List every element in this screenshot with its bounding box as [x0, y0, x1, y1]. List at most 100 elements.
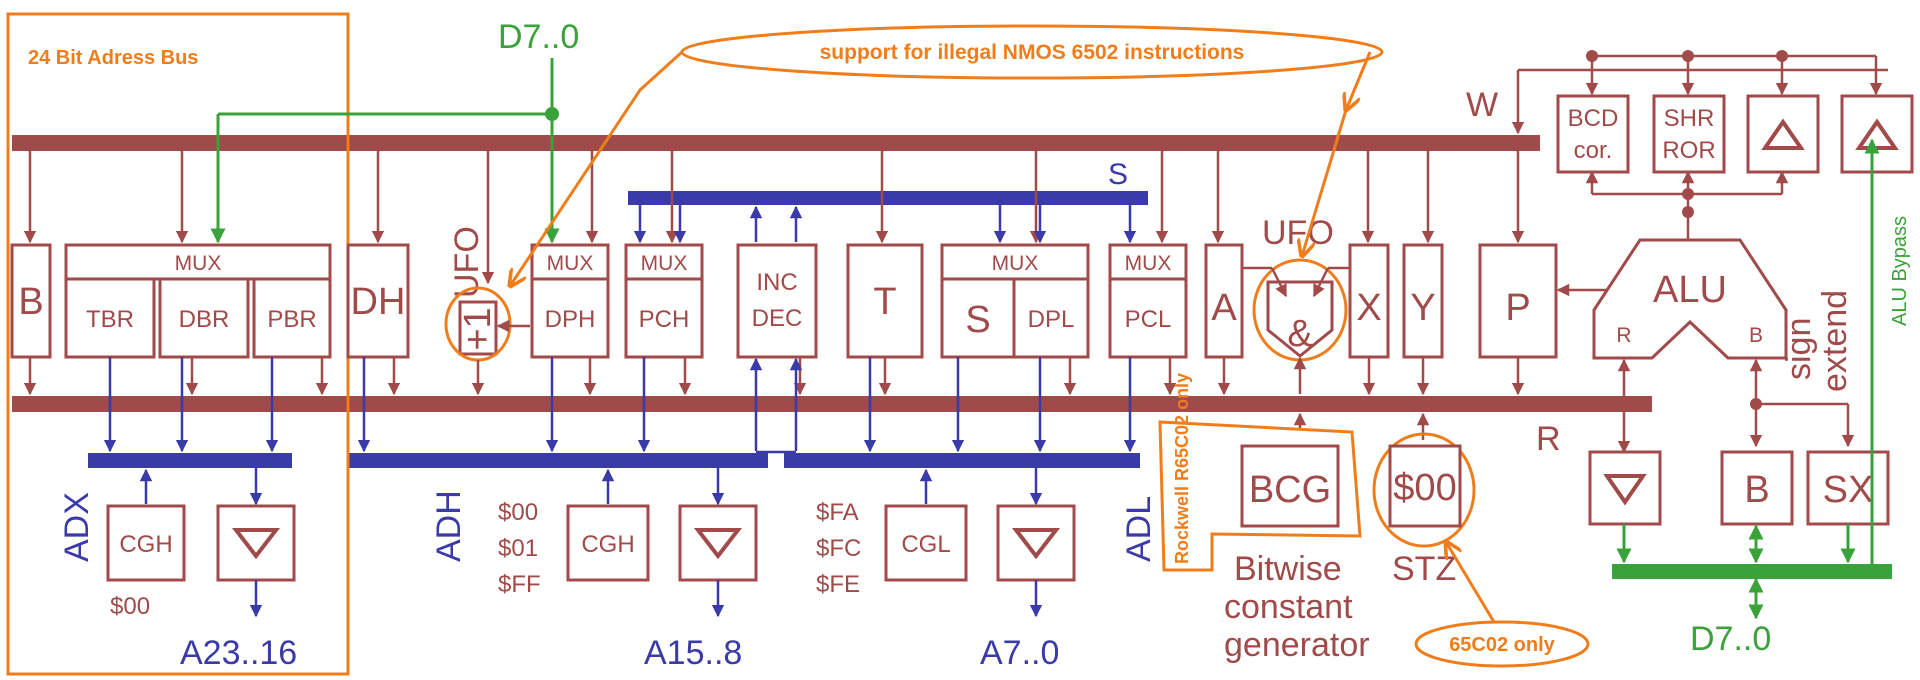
reg-dpl-label: DPL [1028, 306, 1075, 333]
and-in-left [1270, 267, 1288, 298]
a7-label: A7..0 [980, 634, 1059, 672]
only-65c02-bubble [1414, 620, 1590, 668]
reg-pbr [252, 277, 332, 359]
stz-highlight [1372, 432, 1476, 548]
reg-pch [624, 277, 704, 359]
buffer-down-icon-adh [693, 528, 743, 560]
s-bus [628, 191, 1148, 205]
adl-label: ADL [1120, 496, 1158, 562]
cgh-left-label: CGH [119, 531, 172, 558]
reg-tbr [64, 277, 156, 359]
adx-label: ADX [58, 492, 96, 562]
alu-input-links [1617, 358, 1855, 454]
bcd-cor [1556, 94, 1630, 174]
incdec-links [749, 357, 803, 454]
reg-x [1348, 243, 1390, 359]
alu-label: ALU [1653, 269, 1727, 311]
zero-label: $00 [1393, 467, 1456, 509]
reg-dph [530, 277, 610, 359]
r-bus-drops [23, 357, 1525, 396]
mux-pcl-label: MUX [1125, 252, 1172, 275]
reg-s-label: S [965, 299, 990, 341]
and-in-right [1312, 267, 1330, 298]
bcd-label-1: BCD [1568, 105, 1619, 132]
mux-pcl [1108, 243, 1188, 281]
d-top-junction [545, 107, 559, 121]
reg-plus1-label: +1 [457, 307, 499, 350]
alu-buffer-1 [1746, 94, 1820, 174]
reg-dh [346, 243, 410, 359]
dec-label: DEC [752, 305, 803, 332]
r-bus-label: R [1536, 420, 1561, 458]
alu-top-links [1585, 54, 1883, 240]
r-bus-up [1293, 356, 1430, 440]
mux-left [64, 243, 332, 281]
illegal-pointer-right-head [1346, 51, 1372, 110]
mux-pch-label: MUX [641, 252, 688, 275]
mux-pch [624, 243, 704, 281]
sign-label: sign [1780, 318, 1818, 380]
c00-left: $00 [110, 593, 150, 620]
b-junction [1750, 398, 1762, 410]
w-bus-label: W [1466, 86, 1498, 124]
adx-bus [88, 453, 292, 468]
down-buffer-adx [216, 504, 296, 582]
bitwise-label-1: Bitwise [1234, 550, 1342, 588]
reg-incdec [736, 243, 818, 359]
cgh-left [106, 504, 186, 582]
inc-label: INC [756, 269, 797, 296]
buffer-down-icon-right [1603, 474, 1647, 506]
reg-p-label: P [1505, 287, 1530, 329]
reg-x-label: X [1356, 287, 1381, 329]
alu-buffer-2 [1840, 94, 1914, 174]
shr-ror [1652, 94, 1726, 174]
a15-label: A15..8 [644, 634, 742, 672]
bitwise-label-2: constant [1224, 588, 1353, 626]
down-buffer-adl [996, 504, 1076, 582]
reg-b-low [1720, 450, 1794, 526]
reg-sx [1806, 450, 1890, 526]
reg-tbr-label: TBR [86, 306, 134, 333]
bcg-label: BCG [1249, 469, 1331, 511]
alu-block [1592, 238, 1788, 360]
adh-label: ADH [430, 490, 468, 562]
reg-b [10, 243, 52, 359]
mux-dph-label: MUX [547, 252, 594, 275]
reg-pbr-label: PBR [267, 306, 316, 333]
low-d-links [1616, 524, 1856, 620]
adh-const-01: $01 [498, 535, 538, 562]
d-top-path [210, 58, 560, 244]
rockwell-frame [1158, 420, 1362, 572]
mux-s-label: MUX [992, 252, 1039, 275]
w-bus [12, 135, 1540, 151]
reg-pcl-label: PCL [1125, 306, 1172, 333]
d7-bottom-label: D7..0 [1690, 620, 1771, 658]
buffer-down-icon-adl [1011, 528, 1061, 560]
adh-bus [348, 453, 768, 468]
ror-label: ROR [1662, 137, 1715, 164]
rockwell-label: Rockwell R65C02 only [1172, 373, 1192, 564]
reg-t [846, 243, 924, 359]
cgh-mid [566, 504, 650, 582]
down-buffer-adh [678, 504, 758, 582]
alu-b-label: B [1749, 324, 1763, 347]
a23-label: A23..16 [180, 634, 297, 672]
d7-top-label: D7..0 [498, 18, 579, 56]
reg-dh-label: DH [351, 281, 406, 323]
d-bus-bottom [1612, 564, 1892, 579]
illegal-pointer-right [1302, 109, 1348, 256]
r-bus [12, 396, 1652, 412]
cgl [884, 504, 968, 582]
reg-s [940, 277, 1016, 359]
reg-bcg [1240, 444, 1340, 528]
reg-dbr-label: DBR [179, 306, 230, 333]
reg-dpl [1012, 277, 1090, 359]
reg-zero [1388, 444, 1462, 528]
reg-p [1478, 243, 1558, 359]
adl-const-fa: $FA [816, 499, 859, 526]
reg-pcl [1108, 277, 1188, 359]
illegal-pointer-left [510, 50, 684, 286]
w-bus-drops [23, 151, 1525, 285]
buffer-up-icon-1 [1761, 118, 1805, 150]
